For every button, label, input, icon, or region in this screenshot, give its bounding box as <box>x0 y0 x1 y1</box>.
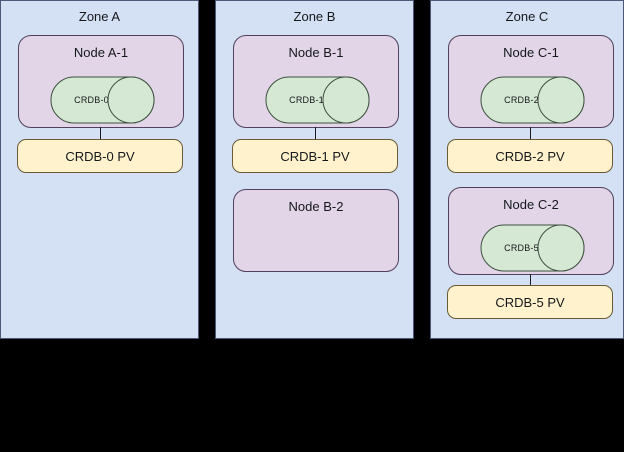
node-b-2[interactable]: Node B-2 <box>233 189 399 272</box>
pv-crdb-5-label: CRDB-5 PV <box>495 294 565 310</box>
node-b-2-title: Node B-2 <box>288 199 344 214</box>
zone-c-panel[interactable]: Zone C Node C-1 CRDB-2 CRDB-2 PV Node C-… <box>430 0 624 339</box>
connector-node-c-1-pv <box>530 127 531 140</box>
pv-crdb-5[interactable]: CRDB-5 PV <box>447 285 613 319</box>
pv-crdb-1[interactable]: CRDB-1 PV <box>232 139 398 173</box>
zone-a-title: Zone A <box>78 9 121 24</box>
pod-crdb-2-label: CRDB-2 <box>504 95 539 105</box>
connector-node-b-1-pv <box>315 127 316 140</box>
cylinder-shape <box>480 76 585 124</box>
pod-crdb-2[interactable]: CRDB-2 <box>480 76 585 124</box>
node-c-2[interactable]: Node C-2 CRDB-5 <box>448 187 614 275</box>
pv-crdb-2-label: CRDB-2 PV <box>495 148 565 164</box>
connector-node-a-1-pv <box>100 127 101 140</box>
pv-crdb-0-label: CRDB-0 PV <box>65 148 135 164</box>
pod-crdb-5[interactable]: CRDB-5 <box>480 224 585 272</box>
node-b-1-title: Node B-1 <box>288 45 344 60</box>
zone-a-panel[interactable]: Zone A Node A-1 CRDB-0 CRDB-0 PV <box>0 0 199 339</box>
node-c-1[interactable]: Node C-1 CRDB-2 <box>448 35 614 128</box>
cylinder-shape <box>480 224 585 272</box>
pod-crdb-1-label: CRDB-1 <box>289 95 324 105</box>
node-a-1-title: Node A-1 <box>73 45 129 60</box>
zone-b-panel[interactable]: Zone B Node B-1 CRDB-1 CRDB-1 PV Node B-… <box>215 0 414 339</box>
pv-crdb-2[interactable]: CRDB-2 PV <box>447 139 613 173</box>
connector-node-c-2-pv <box>530 274 531 286</box>
zone-c-title: Zone C <box>505 9 549 24</box>
cylinder-shape <box>50 76 155 124</box>
node-a-1[interactable]: Node A-1 CRDB-0 <box>18 35 184 128</box>
node-b-1[interactable]: Node B-1 CRDB-1 <box>233 35 399 128</box>
pv-crdb-1-label: CRDB-1 PV <box>280 148 350 164</box>
pv-crdb-0[interactable]: CRDB-0 PV <box>17 139 183 173</box>
node-c-1-title: Node C-1 <box>503 45 559 60</box>
pod-crdb-5-label: CRDB-5 <box>504 243 539 253</box>
node-c-2-title: Node C-2 <box>503 197 559 212</box>
cylinder-shape <box>265 76 370 124</box>
pod-crdb-0-label: CRDB-0 <box>74 95 109 105</box>
pod-crdb-0[interactable]: CRDB-0 <box>50 76 155 124</box>
zone-b-title: Zone B <box>293 9 336 24</box>
pod-crdb-1[interactable]: CRDB-1 <box>265 76 370 124</box>
